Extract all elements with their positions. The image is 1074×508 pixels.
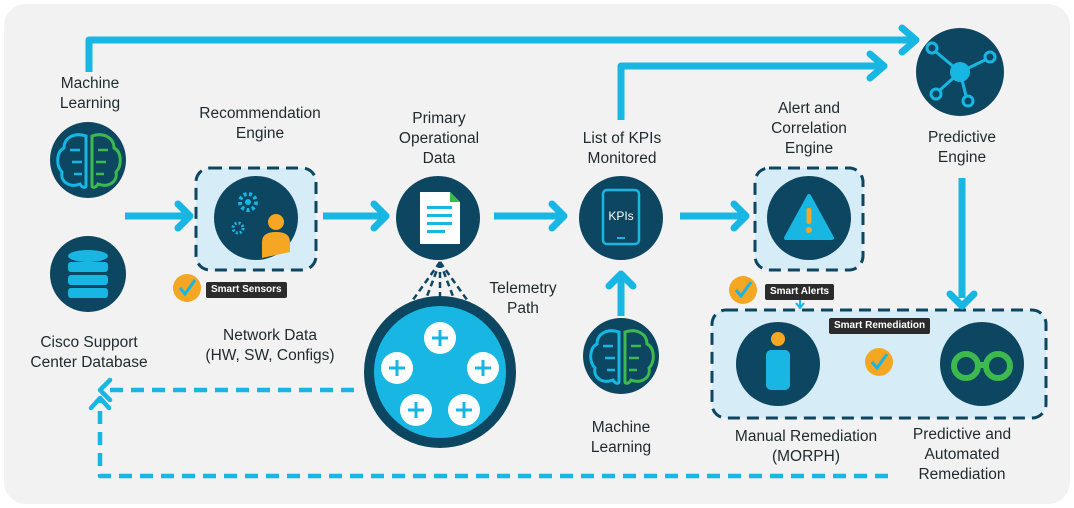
brain-icon <box>50 122 126 198</box>
arrowhead-top <box>898 24 920 56</box>
routers-icon <box>364 296 516 448</box>
background-panel <box>4 4 1070 504</box>
smart-remediation-badge: Smart Remediation <box>829 318 931 334</box>
document-icon <box>396 176 480 260</box>
arrow-kpis-to-predictive <box>617 62 880 120</box>
network-data-label: Network Data (HW, SW, Configs) <box>205 327 335 364</box>
check-icon <box>173 274 201 302</box>
dashed-remediation-to-db <box>97 400 888 479</box>
kpis-label: List of KPIs Monitored <box>582 130 662 167</box>
arrowhead-ml-up <box>605 270 637 290</box>
check-icon <box>865 348 893 376</box>
gear-person-icon <box>214 176 298 260</box>
binoculars-icon <box>940 322 1024 406</box>
arrowhead-operational <box>370 200 390 232</box>
arrow-ml-to-predictive <box>85 36 912 72</box>
info-person-icon <box>736 322 820 406</box>
ml-top-label: Machine Learning <box>59 75 121 112</box>
recommendation-label: Recommendation Engine <box>199 105 321 142</box>
kpi-screen-text: KPIs <box>608 209 634 223</box>
database-icon <box>50 236 126 312</box>
brain-icon <box>583 318 659 394</box>
cisco-db-label: Cisco Support Center Database <box>30 334 148 371</box>
manual-remediation-label: Manual Remediation (MORPH) <box>734 428 878 465</box>
smart-sensors-badge: Smart Sensors <box>206 282 287 298</box>
warning-icon <box>767 176 851 260</box>
arrowhead-kpis-predictive <box>866 50 888 82</box>
alert-label: Alert and Correlation Engine <box>771 100 847 157</box>
predictive-label: Predictive Engine <box>927 129 997 166</box>
tablet-icon <box>579 176 663 260</box>
telemetry-label: Telemetry Path <box>489 280 557 317</box>
automated-remediation-label: Predictive and Automated Remediation <box>912 426 1012 483</box>
arrowhead-kpis <box>548 200 568 232</box>
check-icon <box>729 276 757 304</box>
ml-bottom-label: Machine Learning <box>590 419 652 456</box>
arrowhead-recommendation <box>174 200 194 232</box>
operational-label: Primary Operational Data <box>398 110 480 167</box>
arrowhead-remediation <box>946 290 978 310</box>
network-hub-icon <box>916 28 1004 116</box>
arrowhead-alert <box>730 200 750 232</box>
smart-alerts-badge: Smart Alerts <box>765 284 835 300</box>
